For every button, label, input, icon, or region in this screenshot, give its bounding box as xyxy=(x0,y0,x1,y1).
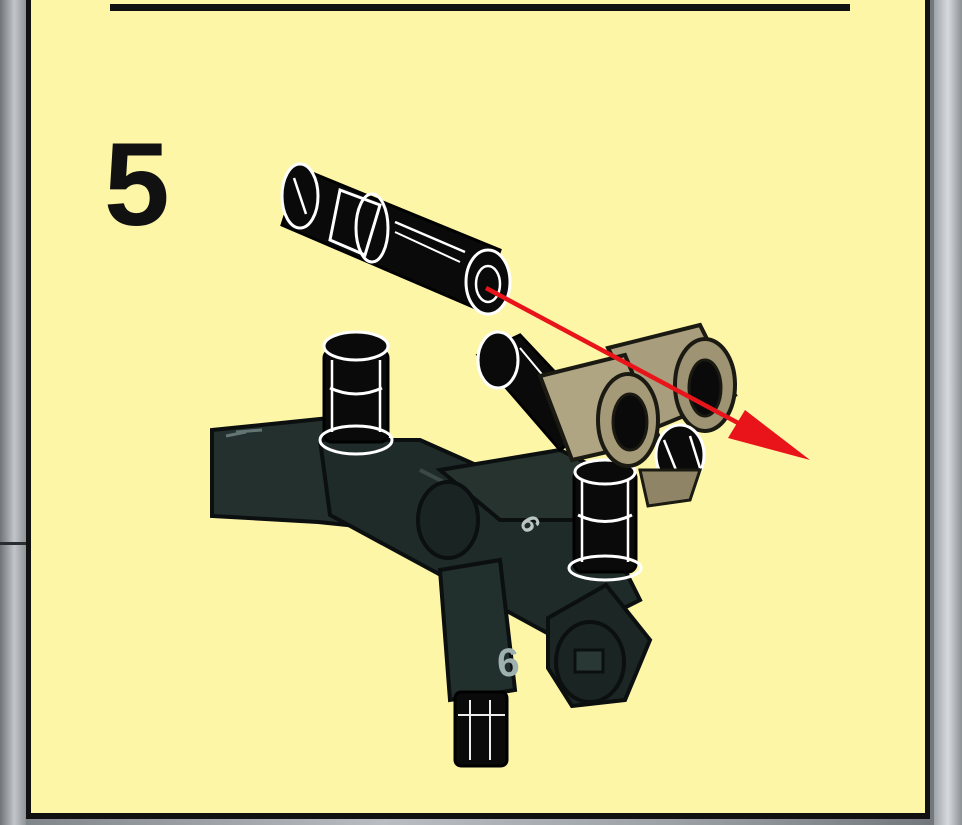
loose-long-pin xyxy=(282,164,510,314)
beam-marking-a: 6 xyxy=(496,640,521,685)
bottom-axle xyxy=(455,692,507,766)
hub-collar xyxy=(418,482,478,558)
vertical-pin-left xyxy=(320,332,392,454)
vertical-pin-right xyxy=(569,460,641,580)
